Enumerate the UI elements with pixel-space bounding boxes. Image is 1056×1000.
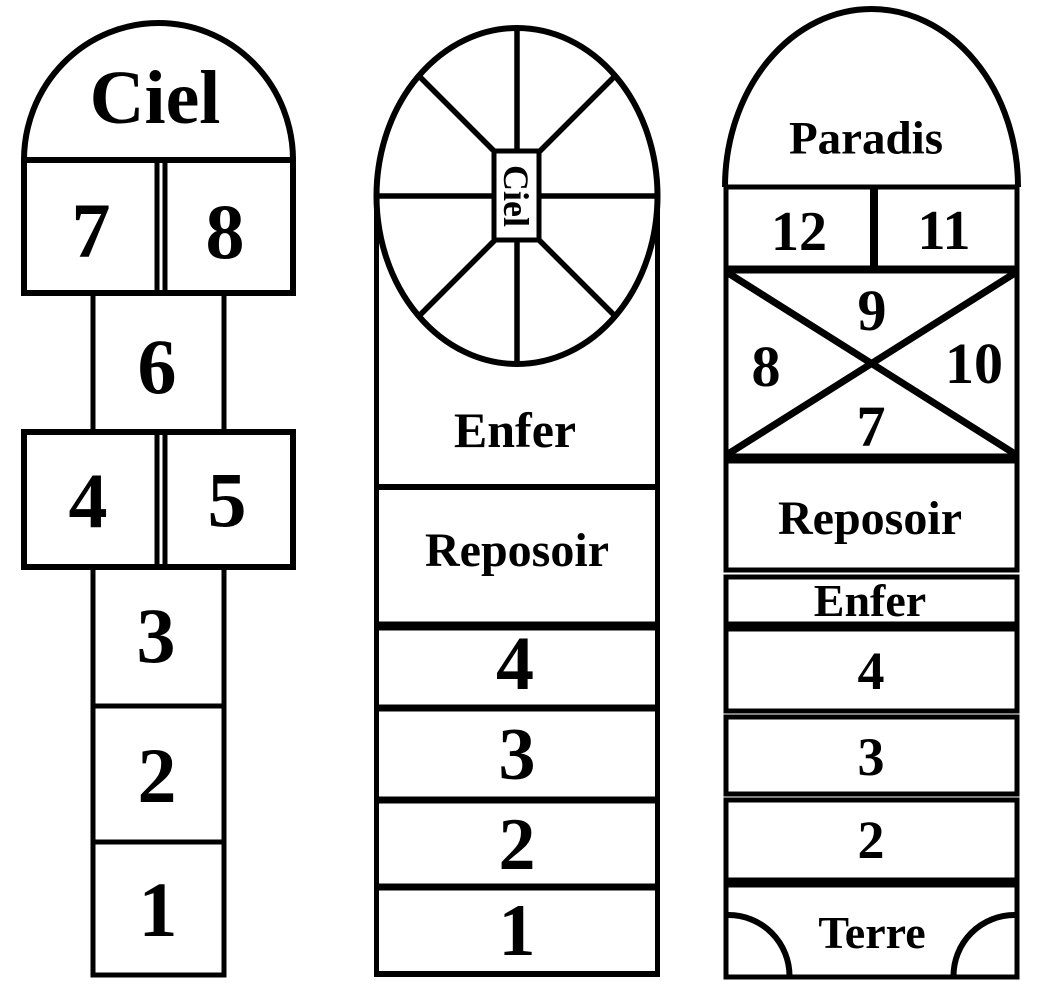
- right-cell-8-label: 8: [751, 334, 781, 399]
- left-cell-5-label: 5: [207, 456, 247, 543]
- right-x-box: [723, 268, 1020, 459]
- right-cells-12-11-box: [723, 184, 1020, 271]
- right-cell-11-label: 11: [917, 200, 971, 262]
- middle-hub-box: [491, 148, 542, 243]
- middle-reposoir-label: Reposoir: [425, 524, 609, 577]
- left-cell-3-label: 3: [136, 592, 176, 679]
- right-cell-3-label: 3: [857, 727, 885, 787]
- right-terre-label: Terre: [818, 907, 926, 958]
- left-cells-7-8-box: [21, 157, 296, 296]
- right-arch-arc: [722, 6, 1021, 188]
- middle-wheel-ellipse: [373, 25, 661, 367]
- right-cell-2-label: 2: [857, 810, 885, 870]
- right-cell-4-box: [723, 626, 1020, 714]
- left-cell-2-label: 2: [137, 732, 177, 819]
- right-cell-12-label: 12: [771, 201, 827, 263]
- right-cell-4-label: 4: [857, 641, 885, 701]
- middle-hub-ciel-label: Ciel: [496, 165, 536, 227]
- right-paradis-label: Paradis: [788, 112, 944, 165]
- left-cells-1-2-3-box: [90, 564, 227, 978]
- left-cell-7-label: 7: [71, 187, 111, 274]
- right-x-diagonal-b: [726, 270, 1017, 457]
- right-cell-10-label: 10: [945, 331, 1003, 396]
- left-court-lines: [21, 20, 296, 978]
- left-cell-6-label: 6: [137, 323, 177, 410]
- middle-enfer-label: Enfer: [453, 402, 577, 458]
- left-cell-4-label: 4: [68, 457, 108, 544]
- right-reposoir-label: Reposoir: [778, 492, 962, 545]
- middle-cell-1-label: 1: [498, 890, 536, 972]
- right-terre-left-arc: [728, 912, 793, 977]
- right-terre-right-arc: [950, 912, 1015, 977]
- right-reposoir-box: [723, 458, 1020, 573]
- middle-cell-2-label: 2: [498, 804, 536, 886]
- right-court-lines: [722, 6, 1021, 980]
- middle-cell-3-label: 3: [498, 714, 536, 796]
- left-ciel-label: Ciel: [89, 56, 221, 140]
- right-cell-9-label: 9: [857, 278, 887, 343]
- middle-cell-4-label: 4: [496, 622, 534, 706]
- right-cell-7-label: 7: [856, 394, 886, 459]
- right-cell-2-box: [723, 797, 1020, 883]
- middle-court-lines: [373, 25, 661, 977]
- left-dome-arc: [21, 20, 296, 161]
- right-cell-3-box: [723, 714, 1020, 797]
- right-enfer-box: [723, 574, 1020, 627]
- right-enfer-label: Enfer: [813, 575, 927, 626]
- left-cell-1-label: 1: [138, 866, 178, 953]
- left-cell-8-label: 8: [205, 188, 245, 275]
- right-terre-box: [723, 882, 1020, 980]
- middle-wheel-spokes: [379, 31, 655, 361]
